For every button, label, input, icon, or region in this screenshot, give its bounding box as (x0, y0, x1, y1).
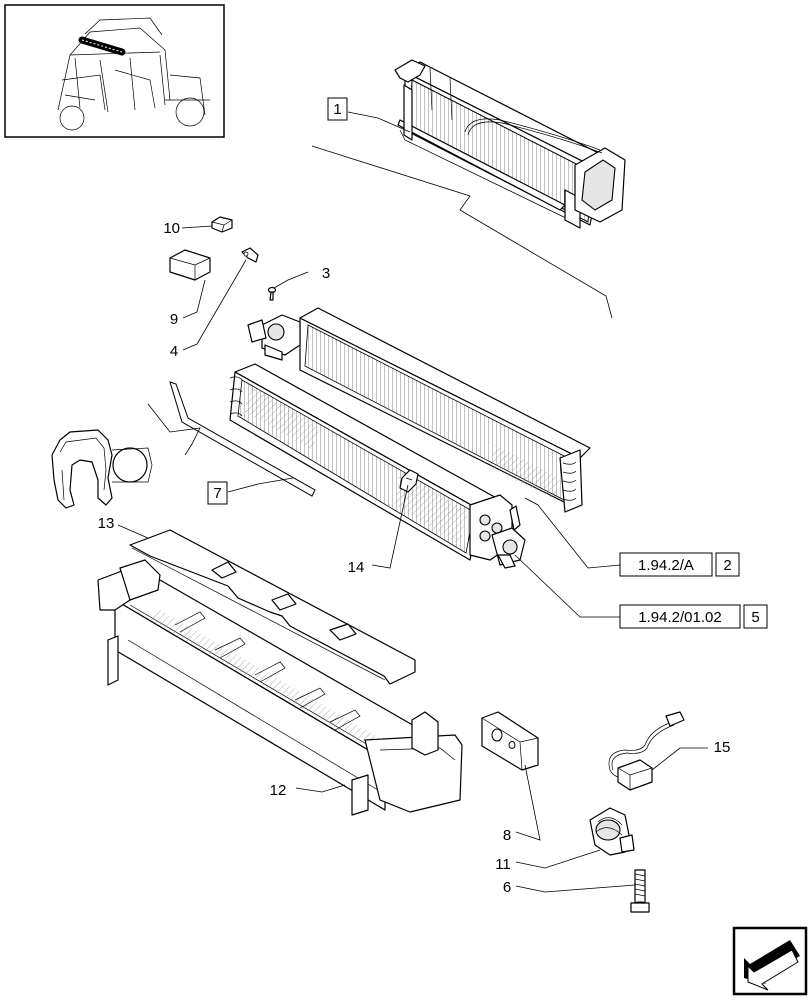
callout-8: 8 (503, 827, 511, 844)
callout-7: 7 (207, 481, 228, 505)
callout-12: 12 (270, 782, 287, 799)
part-6-bolt (630, 869, 650, 913)
part-7-tube (169, 381, 316, 497)
callout-14: 14 (348, 559, 365, 576)
callout-6: 6 (503, 879, 511, 896)
part-4-clip (241, 247, 259, 263)
callout-1: 1 (327, 97, 348, 121)
part-15-sensor (608, 711, 685, 791)
callout-9: 9 (170, 311, 178, 328)
edge-trim-profile (51, 429, 153, 509)
callout-15: 15 (714, 739, 731, 756)
part-12-tray (97, 559, 463, 816)
reference-1-94-2-A[interactable]: 1.94.2/A 2 (619, 552, 740, 577)
part-10-pad (211, 216, 233, 233)
callout-1-text: 1 (333, 101, 341, 118)
part-3-screw (267, 286, 277, 301)
reference-b-text: 1.94.2/01.02 (638, 609, 721, 626)
part-14-clip (399, 469, 419, 493)
tractor-thumbnail-icon[interactable] (4, 4, 225, 138)
callout-11: 11 (495, 856, 511, 873)
heater-assembly-part-1 (394, 59, 626, 229)
callout-7-text: 7 (213, 485, 221, 502)
callout-3: 3 (322, 265, 330, 282)
heater-core-lower (229, 363, 526, 569)
callout-10: 10 (163, 220, 180, 237)
part-11-thermostat (589, 807, 635, 856)
heater-core-upper (247, 307, 591, 513)
next-page-arrow-icon[interactable] (732, 926, 808, 996)
part-9-foam-block (169, 249, 211, 281)
leader-lines (117, 111, 708, 893)
callout-4: 4 (170, 343, 178, 360)
callout-13: 13 (98, 515, 115, 532)
part-13-gasket (129, 529, 416, 685)
callout-5: 5 (751, 609, 759, 626)
part-8-gasket-plate (481, 711, 539, 771)
reference-a-text: 1.94.2/A (638, 557, 694, 574)
reference-1-94-2-01-02[interactable]: 1.94.2/01.02 5 (619, 604, 768, 629)
callout-2: 2 (723, 557, 731, 574)
